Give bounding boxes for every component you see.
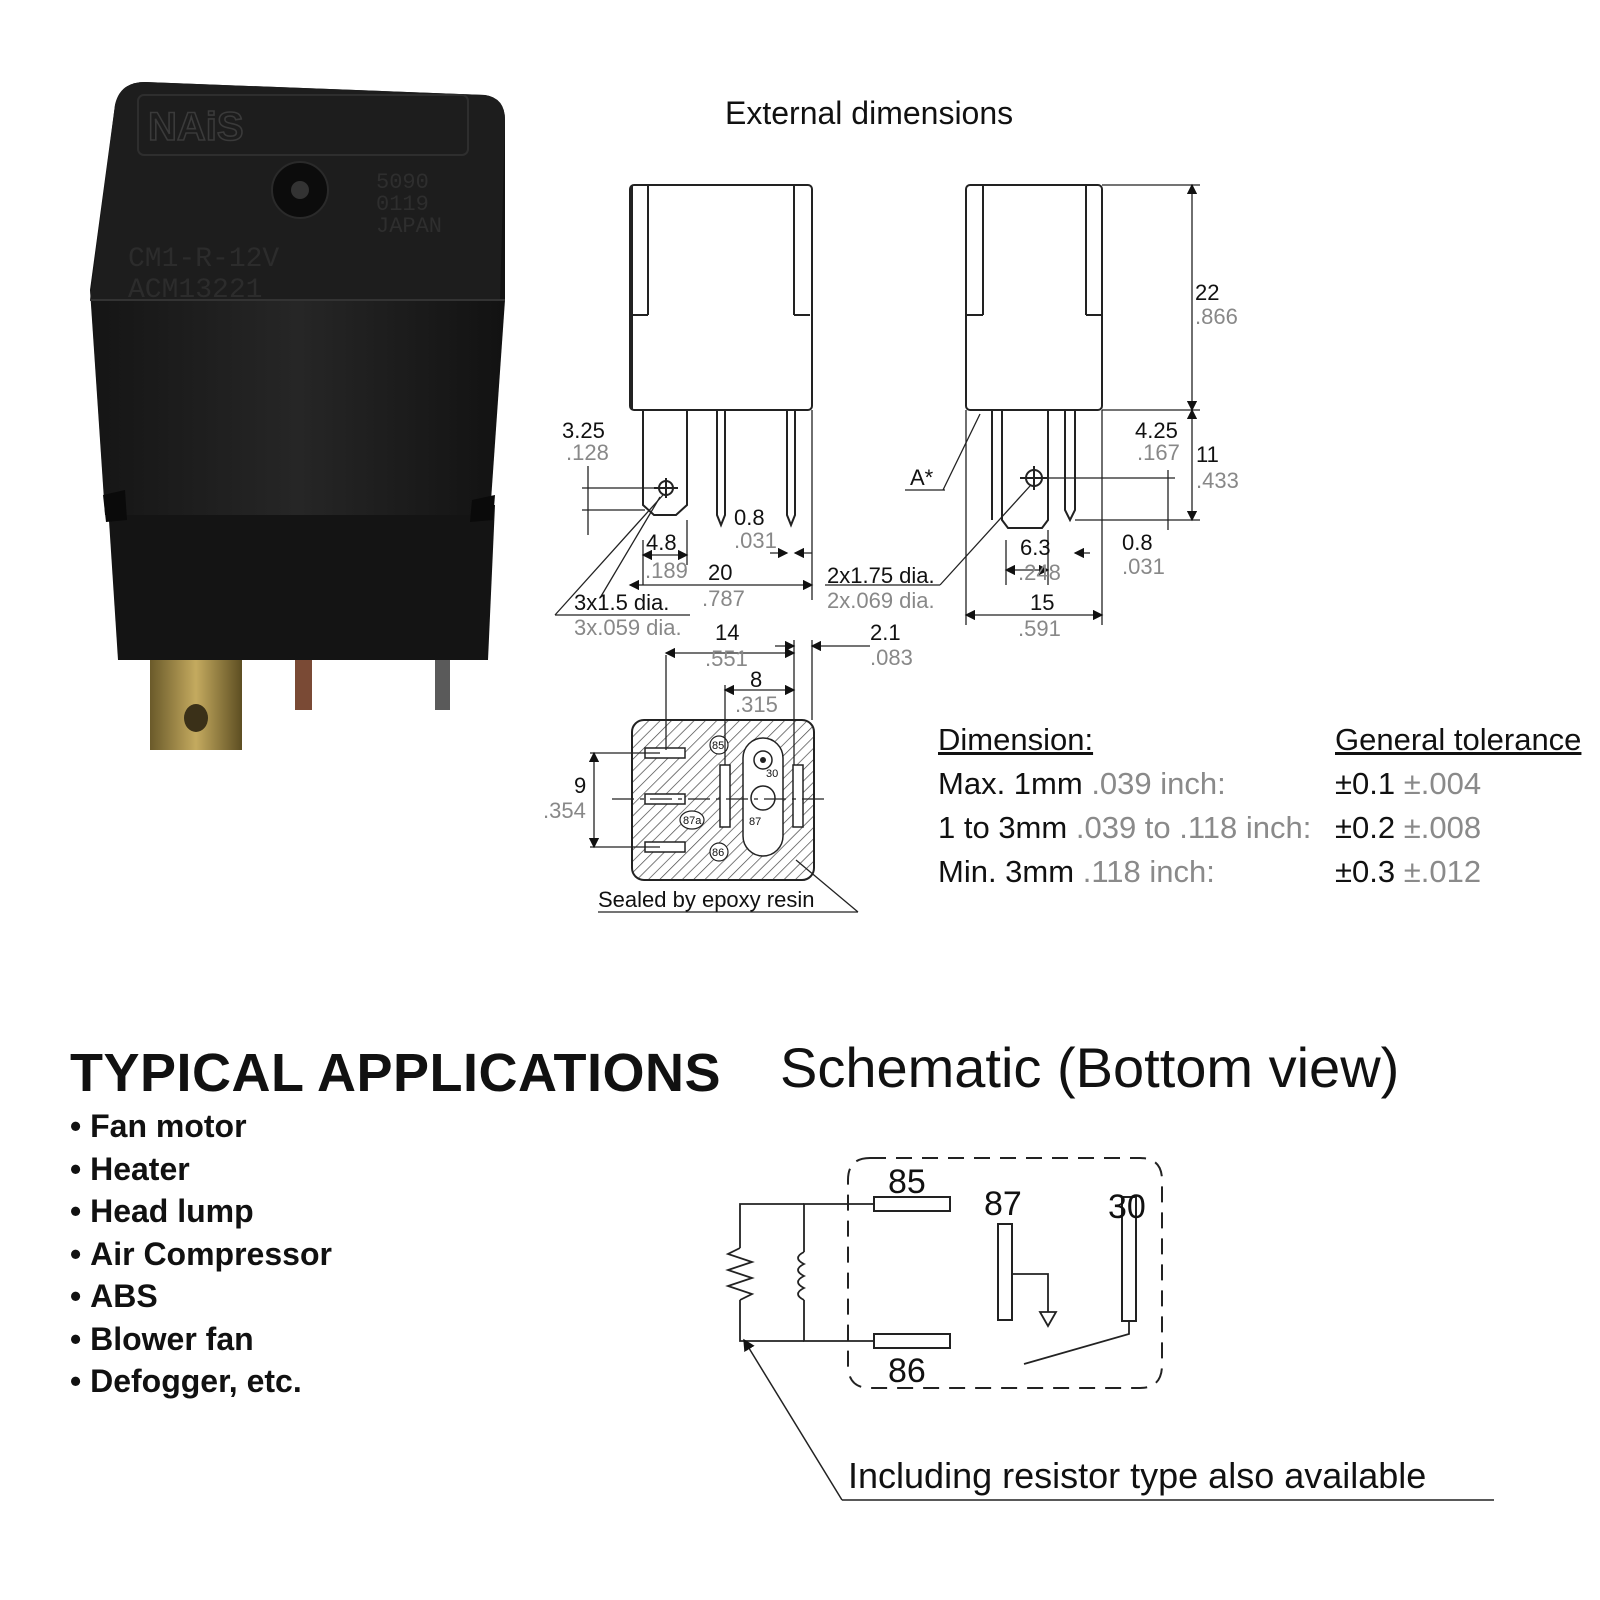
- side-view: [965, 184, 1103, 529]
- schematic: 85 86 87 30 Including resistor type also…: [725, 1157, 1494, 1501]
- dim-22: 22: [1195, 280, 1219, 305]
- dim-9-in: .354: [543, 798, 586, 823]
- relay-model: CM1-R-12V: [128, 244, 279, 275]
- dim-6-3: 6.3: [1020, 535, 1051, 560]
- bottom-pin-87a: 87a: [683, 815, 702, 827]
- tolerance-row: 1 to 3mm .039 to .118 inch:: [938, 810, 1312, 845]
- bottom-pin-86: 86: [712, 847, 724, 859]
- dim-0-8-b-in: .031: [1122, 554, 1165, 579]
- dim-4-25: 4.25: [1135, 418, 1178, 443]
- side-view-dims: [825, 183, 1200, 625]
- dimensions-title: External dimensions: [725, 95, 1013, 131]
- bottom-pin-30: 30: [766, 768, 778, 780]
- front-view-dims: [554, 410, 814, 616]
- dim-0-8-a-in: .031: [734, 528, 777, 553]
- relay-pin-hole: [184, 704, 208, 732]
- dim-14: 14: [715, 620, 739, 645]
- bottom-pin-87: 87: [749, 816, 761, 828]
- list-item: Heater: [70, 1148, 332, 1191]
- dim-20-in: .787: [702, 586, 745, 611]
- tolerance-row: Max. 1mm .039 inch:: [938, 766, 1226, 801]
- tolerance-col2-header: General tolerance: [1335, 722, 1582, 757]
- dim-hole-2x-in: 2x.069 dia.: [827, 588, 935, 613]
- relay-photo: NAiS 5090 0119 JAPAN CM1-R-12V ACM13221: [90, 82, 505, 750]
- list-item: Defogger, etc.: [70, 1360, 332, 1403]
- dim-2-1-in: .083: [870, 645, 913, 670]
- relay-origin: JAPAN: [376, 214, 442, 239]
- dim-4-8: 4.8: [646, 530, 677, 555]
- front-view: [629, 184, 813, 528]
- dim-hole-2x: 2x1.75 dia.: [827, 563, 935, 588]
- dim-4-25-in: .167: [1137, 440, 1180, 465]
- side-view-labels: 22 .866 4.25 .167 11 .433 A* 6.3 .248 0.…: [827, 280, 1239, 641]
- applications-title: TYPICAL APPLICATIONS: [70, 1043, 722, 1103]
- bottom-pin-85: 85: [712, 740, 724, 752]
- dim-9: 9: [574, 773, 586, 798]
- dim-11: 11: [1196, 442, 1219, 467]
- tolerance-col1-header: Dimension:: [938, 722, 1094, 757]
- dim-22-in: .866: [1195, 304, 1238, 329]
- applications-list: Fan motor Heater Head lump Air Compresso…: [70, 1105, 332, 1403]
- dim-2-1: 2.1: [870, 620, 901, 645]
- relay-part: ACM13221: [128, 275, 262, 306]
- dim-hole-3x-in: 3x.059 dia.: [574, 615, 682, 640]
- list-item: Air Compressor: [70, 1233, 332, 1276]
- relay-pin-copper: [295, 655, 312, 710]
- schem-label-86: 86: [888, 1352, 926, 1390]
- dim-6-3-in: .248: [1018, 560, 1061, 585]
- dim-14-in: .551: [705, 646, 748, 671]
- bottom-view: 85 87a 86 87 30: [631, 719, 815, 881]
- tolerance-value: ±0.1 ±.004: [1335, 766, 1482, 801]
- sealed-note: Sealed by epoxy resin: [598, 887, 814, 912]
- list-item: Blower fan: [70, 1318, 332, 1361]
- bottom-view-dims: [588, 640, 870, 913]
- relay-code-1: 5090: [376, 170, 429, 195]
- dim-8: 8: [750, 667, 762, 692]
- dim-15-in: .591: [1018, 616, 1061, 641]
- dim-8-in: .315: [735, 692, 778, 717]
- front-view-labels: 3.25 .128 0.8 .031 4.8 .189 20 .787 3x1.…: [562, 418, 777, 640]
- dim-15: 15: [1030, 590, 1054, 615]
- schem-pin-87: [997, 1223, 1013, 1321]
- schem-label-85: 85: [888, 1163, 926, 1201]
- list-item: Fan motor: [70, 1105, 332, 1148]
- relay-base: [108, 505, 495, 660]
- dim-11-in: .433: [1196, 468, 1239, 493]
- resistor-icon: [725, 1203, 804, 1342]
- dim-4-8-in: .189: [645, 558, 688, 583]
- relay-pin-steel: [435, 650, 450, 710]
- list-item: Head lump: [70, 1190, 332, 1233]
- dim-a-star: A*: [910, 465, 934, 490]
- dim-20: 20: [708, 560, 732, 585]
- dim-3-25-in: .128: [566, 440, 609, 465]
- relay-brand-text: NAiS: [148, 105, 244, 149]
- bottom-view-labels: 14 .551 2.1 .083 8 .315 9 .354 Sealed by…: [543, 620, 913, 912]
- dim-0-8-b: 0.8: [1122, 530, 1153, 555]
- tolerance-value: ±0.3 ±.012: [1335, 854, 1482, 889]
- list-item: ABS: [70, 1275, 332, 1318]
- schematic-title: Schematic (Bottom view): [780, 1036, 1400, 1099]
- schematic-note: Including resistor type also available: [848, 1455, 1426, 1496]
- coil-icon: [797, 1203, 874, 1342]
- schem-pin-86: [873, 1333, 951, 1349]
- dim-3-25: 3.25: [562, 418, 605, 443]
- tolerance-value: ±0.2 ±.008: [1335, 810, 1482, 845]
- tolerance-row: Min. 3mm .118 inch:: [938, 854, 1215, 889]
- schem-label-87: 87: [984, 1185, 1022, 1223]
- relay-code-2: 0119: [376, 192, 429, 217]
- dim-hole-3x: 3x1.5 dia.: [574, 590, 669, 615]
- dim-0-8-a: 0.8: [734, 505, 765, 530]
- relay-label-frame: [137, 94, 469, 156]
- schem-label-30: 30: [1108, 1188, 1146, 1226]
- switch-contact: [1012, 1273, 1130, 1365]
